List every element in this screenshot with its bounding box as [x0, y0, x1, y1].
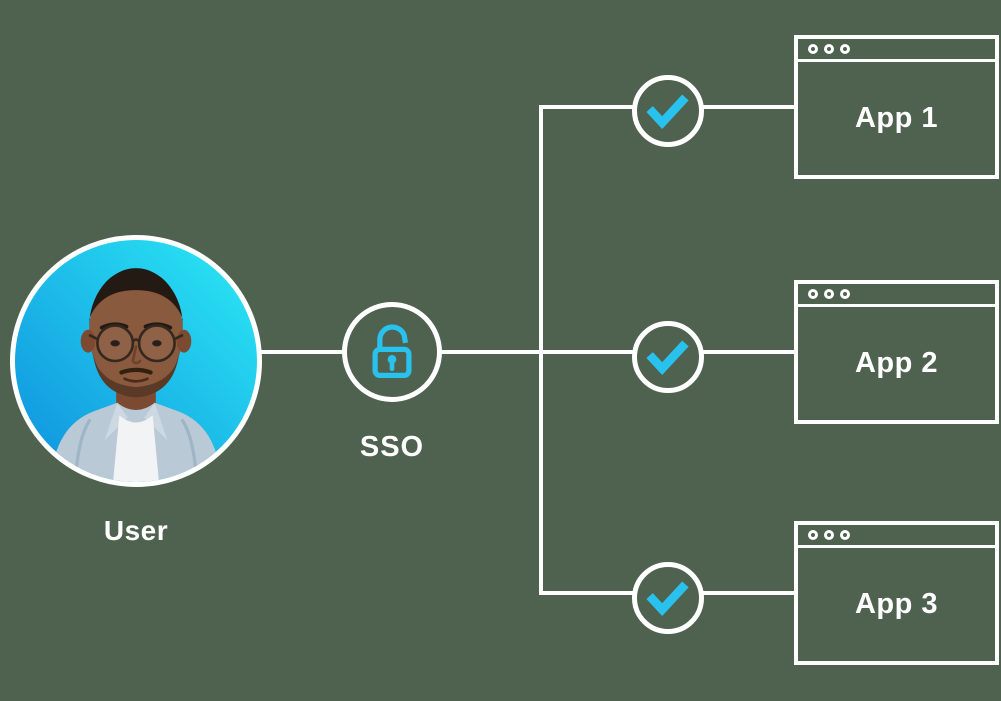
connector-check3-to-app3 [700, 591, 796, 595]
window-dot-icon [840, 530, 850, 540]
app-label: App 2 [854, 347, 939, 379]
checkmark-icon [646, 581, 689, 617]
window-body: App 3 [798, 548, 995, 661]
window-body: App 1 [798, 62, 995, 175]
app-window-2: App 2 [794, 280, 999, 424]
window-dot-icon [824, 530, 834, 540]
app-label: App 3 [854, 588, 939, 620]
user-label: User [103, 515, 169, 546]
check-node-3 [632, 562, 704, 634]
open-padlock-icon [372, 324, 412, 378]
window-dot-icon [808, 289, 818, 299]
check-node-2 [632, 321, 704, 393]
window-dot-icon [840, 44, 850, 54]
window-titlebar [798, 525, 995, 548]
window-dot-icon [840, 289, 850, 299]
user-avatar [10, 235, 262, 487]
window-titlebar [798, 284, 995, 307]
user-portrait-photo [50, 268, 222, 482]
window-body: App 2 [798, 307, 995, 420]
window-dot-icon [824, 44, 834, 54]
window-titlebar [798, 39, 995, 62]
checkmark-icon [646, 340, 689, 376]
connector-branch-top [539, 105, 634, 109]
connector-sso-to-check2 [440, 350, 634, 354]
connector-branch-bottom [539, 591, 634, 595]
sso-node [342, 302, 442, 402]
check-node-1 [632, 75, 704, 147]
window-dot-icon [808, 530, 818, 540]
connector-check2-to-app2 [700, 350, 796, 354]
app-label: App 1 [854, 102, 939, 134]
app-window-1: App 1 [794, 35, 999, 179]
connector-check1-to-app1 [700, 105, 796, 109]
app-window-3: App 3 [794, 521, 999, 665]
connector-trunk-vertical [539, 105, 543, 595]
window-dot-icon [808, 44, 818, 54]
sso-label: SSO [359, 431, 425, 463]
connector-user-to-sso [248, 350, 344, 354]
window-dot-icon [824, 289, 834, 299]
checkmark-icon [646, 94, 689, 130]
